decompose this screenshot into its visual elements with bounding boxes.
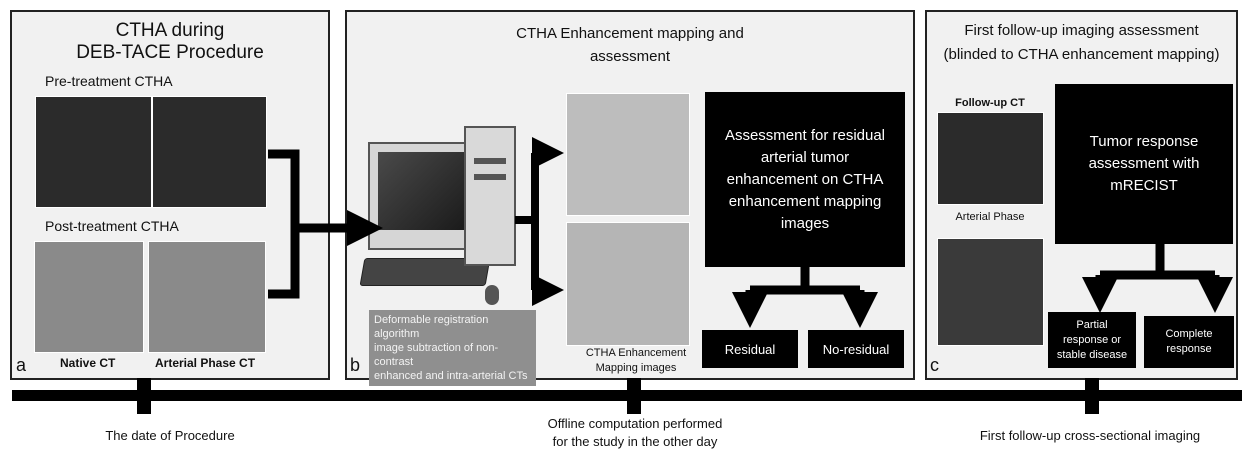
assessment-line-1: Assessment for residual: [724, 126, 886, 144]
timeline-label-offline-1: Offline computation performed: [547, 416, 723, 431]
followup-ct-image: [937, 112, 1044, 205]
residual-box: Residual: [702, 330, 798, 368]
assessment-line-3: enhancement on CTHA: [726, 170, 884, 188]
panel-a-title-1: CTHA during: [115, 20, 225, 41]
post-native-ct-image: [34, 241, 144, 353]
complete-line-2: response: [1166, 343, 1212, 355]
pre-native-ct-image: [35, 96, 152, 208]
assessment-line-5: images: [780, 214, 830, 232]
algorithm-line-2: image subtraction of non-contrast: [374, 342, 499, 368]
timeline-tick-offline: [627, 378, 641, 414]
response-branch: [1100, 244, 1215, 280]
assessment-line-4: enhancement mapping: [728, 192, 882, 210]
mapping-label-1: CTHA Enhancement: [585, 347, 687, 359]
assessment-branch: [750, 267, 860, 295]
partial-line-2: response or: [1062, 333, 1122, 346]
panel-c-letter: c: [930, 355, 939, 375]
pre-arterial-ct-image: [152, 96, 267, 208]
panel-c-title-2: (blinded to CTHA enhancement mapping): [943, 46, 1220, 63]
computer-tower-icon: [464, 126, 516, 266]
arterial-phase-label: Arterial Phase: [955, 211, 1025, 223]
followup-ct-image-2: [937, 238, 1044, 346]
timeline-label-offline-2: for the study in the other day: [552, 434, 718, 449]
assessment-line-2: arterial tumor: [760, 148, 850, 166]
mouse-icon: [485, 285, 499, 305]
followup-ct-label: Follow-up CT: [955, 97, 1025, 109]
tumor-response-box: Tumor response assessment with mRECIST: [1055, 84, 1233, 244]
partial-line-1: Partial: [1076, 318, 1108, 331]
no-residual-box: No-residual: [808, 330, 904, 368]
timeline-tick-procedure: [137, 378, 151, 414]
timeline-tick-followup: [1085, 378, 1099, 414]
pre-treatment-label: Pre-treatment CTHA: [45, 73, 173, 89]
panel-b-letter: b: [350, 355, 361, 375]
algorithm-line-1: Deformable registration algorithm: [374, 314, 489, 340]
mapping-image-top: [566, 93, 690, 216]
panel-a-letter: a: [16, 355, 27, 375]
mapping-image-bottom: [566, 222, 690, 346]
post-treatment-label: Post-treatment CTHA: [45, 218, 179, 234]
algorithm-description: Deformable registration algorithm image …: [369, 310, 536, 386]
complete-response-box: Complete response: [1144, 316, 1234, 368]
algorithm-line-3: enhanced and intra-arterial CTs: [374, 370, 528, 382]
partial-response-box: Partial response or stable disease: [1048, 312, 1136, 368]
panel-b-title-1: CTHA Enhancement mapping and: [516, 25, 744, 42]
timeline-label-followup: First follow-up cross-sectional imaging: [979, 428, 1201, 443]
response-line-1: Tumor response: [1089, 133, 1199, 150]
response-line-3: mRECIST: [1110, 177, 1178, 194]
arterial-phase-ct-label: Arterial Phase CT: [155, 356, 256, 370]
computer-branch: [515, 153, 539, 290]
panel-b-title-2: assessment: [589, 48, 671, 65]
complete-line-1: Complete: [1165, 328, 1213, 340]
timeline-label-procedure: The date of Procedure: [105, 428, 235, 443]
native-ct-label: Native CT: [60, 356, 116, 370]
mapping-label-2: Mapping images: [595, 362, 677, 374]
panel-a-title-2: DEB-TACE Procedure: [76, 42, 264, 63]
panel-c-title-1: First follow-up imaging assessment: [964, 22, 1199, 39]
response-line-2: assessment with: [1088, 155, 1200, 172]
partial-line-3: stable disease: [1056, 348, 1128, 361]
assessment-box: Assessment for residual arterial tumor e…: [705, 92, 905, 267]
post-arterial-ct-image: [148, 241, 266, 353]
panel-a-connector: [268, 149, 335, 299]
